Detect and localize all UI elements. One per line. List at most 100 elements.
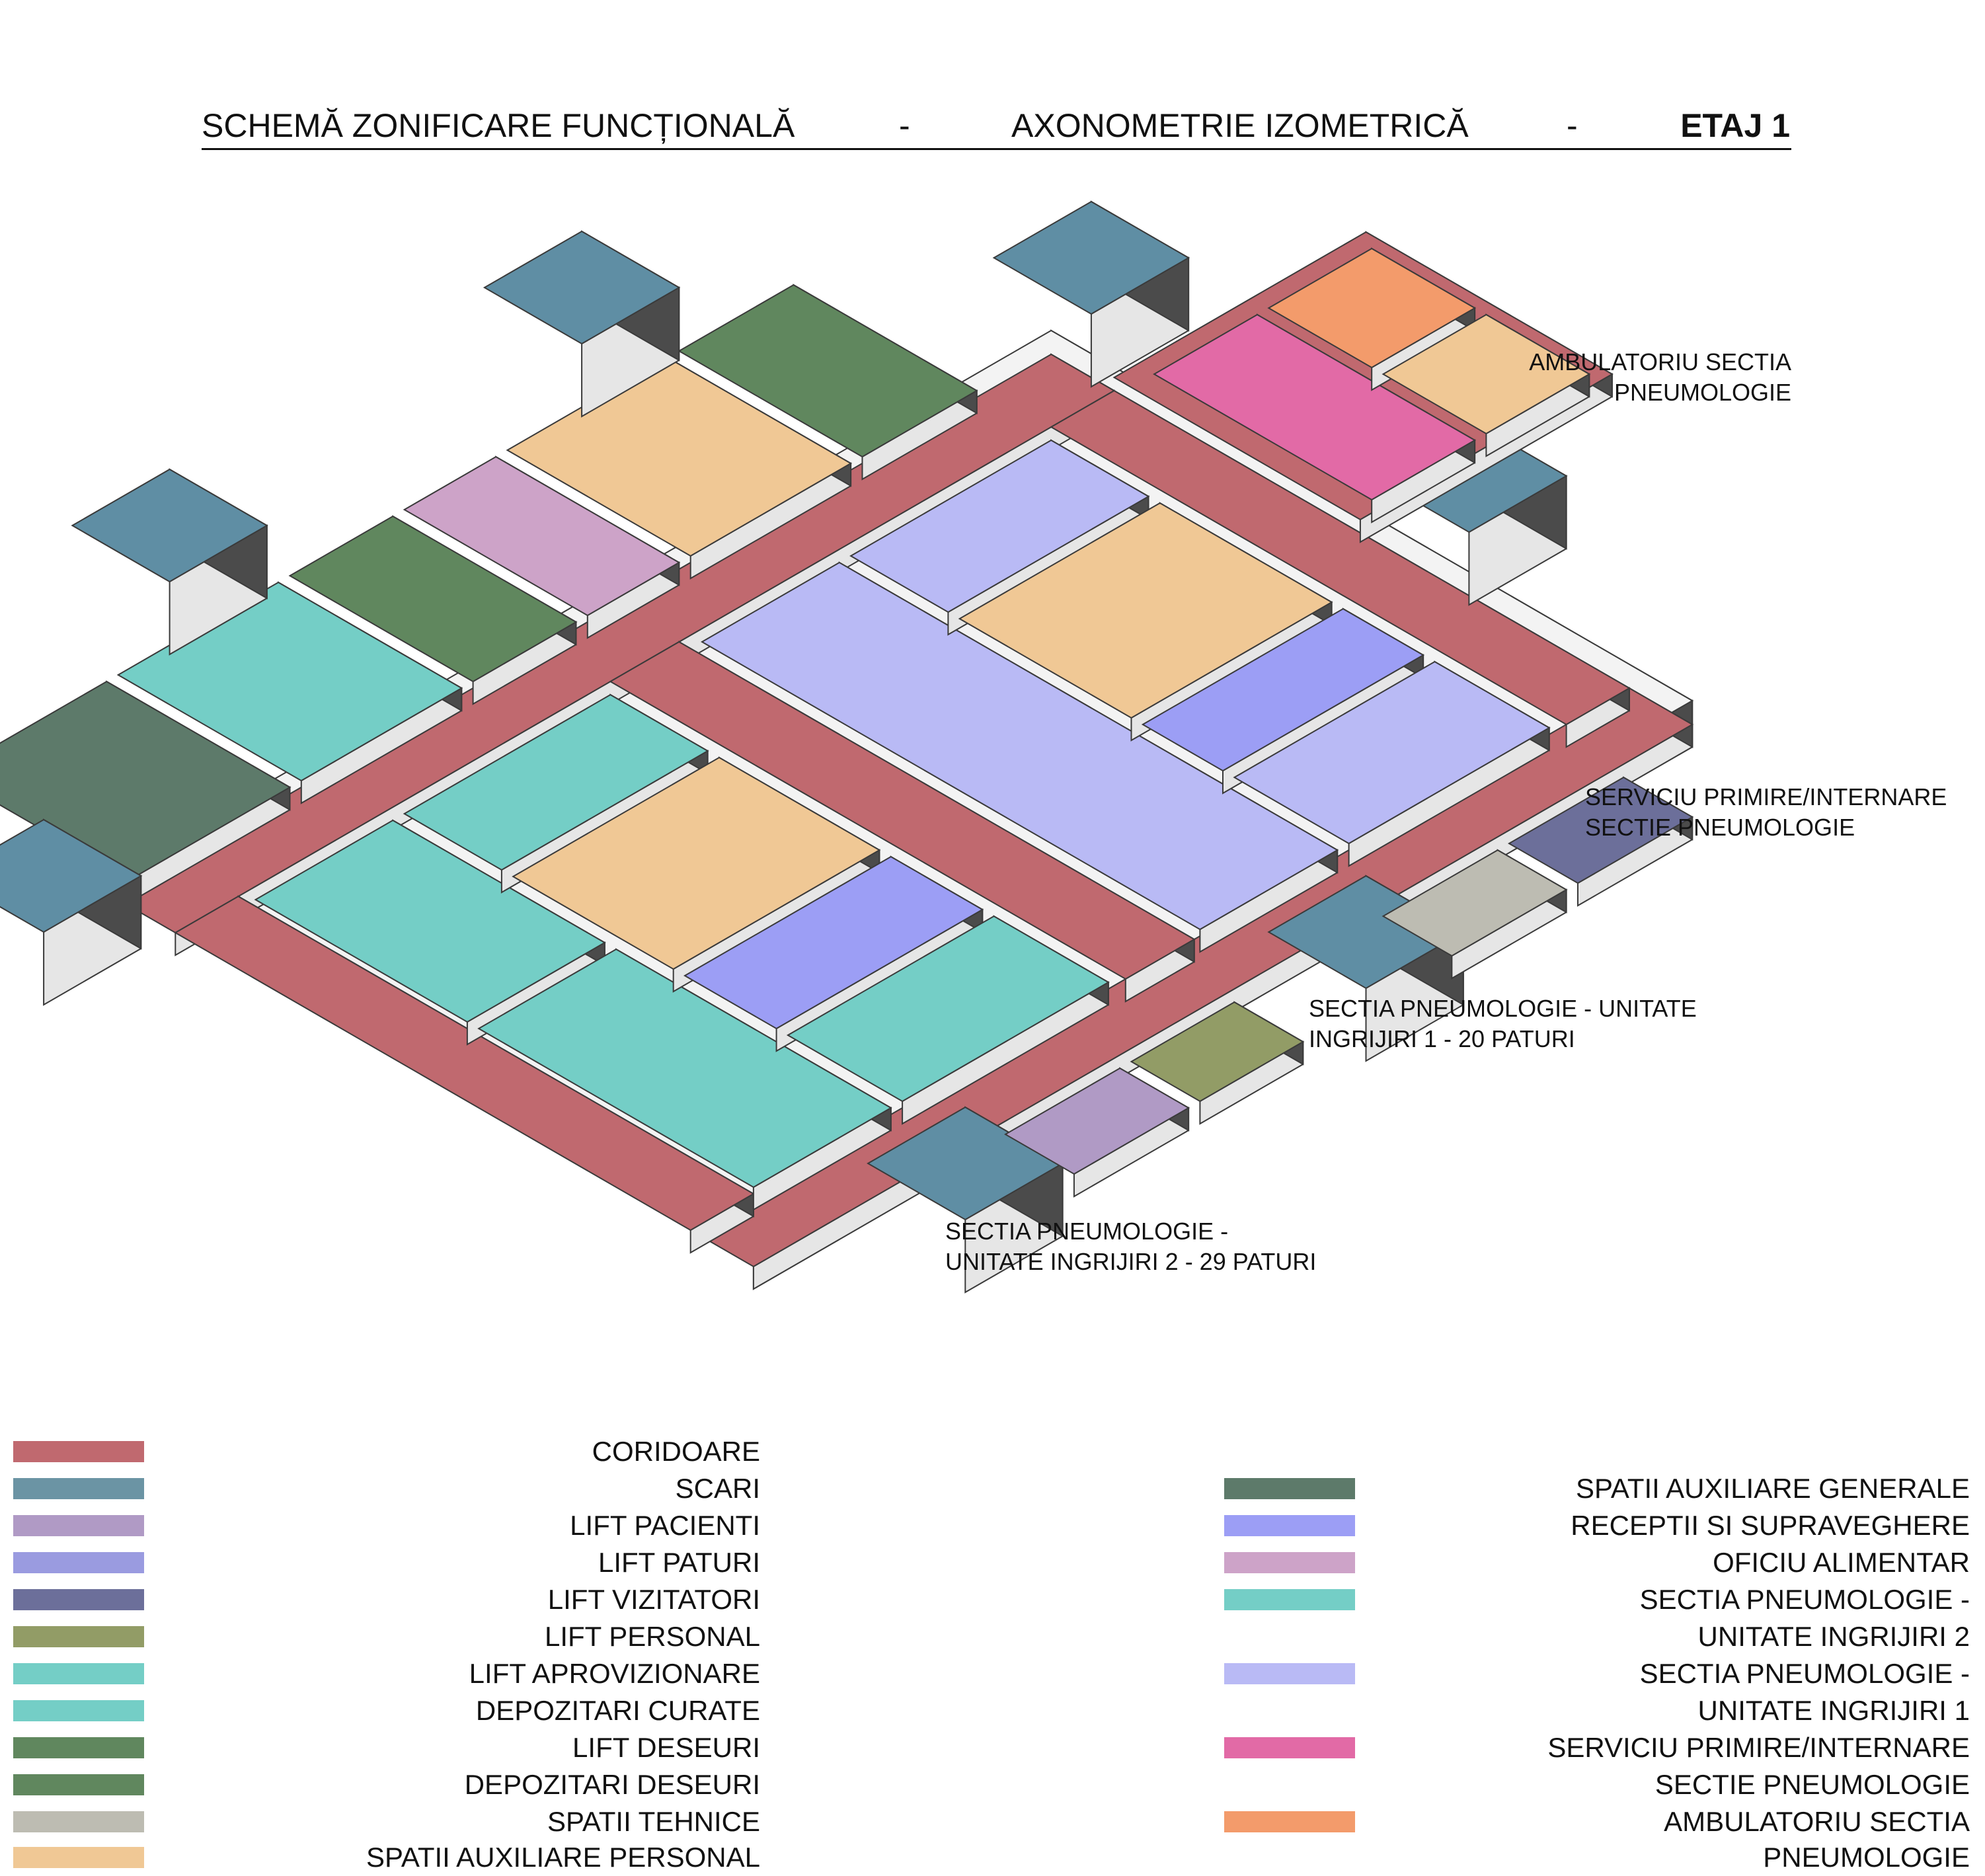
header-floor-label: ETAJ 1 xyxy=(1680,107,1790,144)
legend-item-lift-deseuri: LIFT DESEURI xyxy=(13,1729,760,1766)
legend-label: SPATII TEHNICE xyxy=(547,1806,760,1837)
aux-personal-east xyxy=(958,502,1333,719)
legend-label: SCARI xyxy=(675,1473,760,1504)
header-title-left: SCHEMĂ ZONIFICARE FUNCȚIONALĂ xyxy=(202,107,795,144)
legend-swatch xyxy=(13,1774,144,1795)
legend-item-coridoare: CORIDOARE xyxy=(13,1433,760,1470)
stair-tower-ne xyxy=(992,200,1190,315)
ambulatoriu-1 xyxy=(1267,247,1477,369)
corridor-middle xyxy=(609,641,1196,980)
legend-item-unitate-2: SECTIA PNEUMOLOGIE - UNITATE INGRIJIRI 2 xyxy=(1224,1581,1970,1655)
legend-swatch xyxy=(1224,1515,1355,1536)
legend-item-receptii: RECEPTII SI SUPRAVEGHERE xyxy=(1224,1507,1970,1544)
legend-label: SECTIA PNEUMOLOGIE - xyxy=(1639,1658,1970,1689)
legend-label-sub: PNEUMOLOGIE xyxy=(1763,1842,1970,1873)
legend-label: DEPOZITARI DESEURI xyxy=(464,1769,760,1800)
annotation-line: UNITATE INGRIJIRI 2 - 29 PATURI xyxy=(945,1248,1317,1275)
legend-swatch xyxy=(1224,1737,1355,1758)
depozitari-deseuri-north xyxy=(288,515,578,683)
legend-label: SECTIA PNEUMOLOGIE - xyxy=(1639,1584,1970,1615)
annotation-serviciu: SERVICIU PRIMIRE/INTERNARE SECTIE PNEUMO… xyxy=(1585,782,1947,843)
lift-vizitatori-core xyxy=(1507,776,1694,884)
annotation-line: INGRIJIRI 1 - 20 PATURI xyxy=(1309,1025,1575,1052)
unitate1-rooms-a xyxy=(701,561,1339,931)
legend-item-lift-pacienti: LIFT PACIENTI xyxy=(13,1507,760,1544)
legend-item-spatii-aux-generale: SPATII AUXILIARE GENERALE xyxy=(1224,1470,1970,1507)
legend-swatch xyxy=(13,1700,144,1721)
receptie-east xyxy=(1141,607,1425,772)
header-separator: - xyxy=(899,107,910,144)
receptie-west xyxy=(683,855,984,1030)
legend-label-sub: UNITATE INGRIJIRI 2 xyxy=(1697,1621,1970,1652)
legend-item-unitate-1: SECTIA PNEUMOLOGIE - UNITATE INGRIJIRI 1 xyxy=(1224,1655,1970,1729)
legend-label: LIFT PACIENTI xyxy=(570,1510,760,1541)
unitate1-rooms-b xyxy=(849,439,1150,613)
legend-swatch xyxy=(13,1478,144,1499)
aux-personal-west xyxy=(512,756,881,970)
spatii-tehnice-core xyxy=(1382,849,1568,957)
legend-swatch xyxy=(13,1626,144,1647)
ambulatoriu-aux xyxy=(1382,313,1591,435)
legend-item-lift-paturi: LIFT PATURI xyxy=(13,1544,760,1581)
annotation-line: SECTIA PNEUMOLOGIE - UNITATE xyxy=(1309,995,1697,1022)
legend-label: AMBULATORIU SECTIA xyxy=(1664,1806,1970,1837)
isometric-floor-plan xyxy=(0,200,1694,1294)
annotation-line: SECTIA PNEUMOLOGIE - xyxy=(945,1218,1229,1245)
legend-label: OFICIU ALIMENTAR xyxy=(1713,1547,1970,1578)
legend-swatch xyxy=(13,1441,144,1462)
annotation-ambulatoriu: AMBULATORIU SECTIA PNEUMOLOGIE xyxy=(1421,347,1791,408)
legend-item-ambulatoriu: AMBULATORIU SECTIA PNEUMOLOGIE xyxy=(1224,1803,1970,1875)
legend-swatch xyxy=(13,1811,144,1832)
stair-tower-north-1 xyxy=(71,468,268,583)
legend-swatch xyxy=(13,1515,144,1536)
legend-label: SPATII AUXILIARE PERSONAL xyxy=(366,1842,760,1873)
legend-label: DEPOZITARI CURATE xyxy=(475,1695,760,1726)
legend-item-depozitari-deseuri: DEPOZITARI DESEURI xyxy=(13,1766,760,1803)
annotation-line: PNEUMOLOGIE xyxy=(1614,379,1791,406)
legend-item-depozitari-curate: DEPOZITARI CURATE xyxy=(13,1692,760,1729)
legend-item-oficiu: OFICIU ALIMENTAR xyxy=(1224,1544,1970,1581)
annotation-line: AMBULATORIU SECTIA xyxy=(1529,348,1791,375)
header-title-middle: AXONOMETRIE IZOMETRICĂ xyxy=(1011,107,1469,144)
legend-item-scari: SCARI xyxy=(13,1470,760,1507)
legend-swatch xyxy=(1224,1478,1355,1499)
diagram-header: SCHEMĂ ZONIFICARE FUNCȚIONALĂ - AXONOMET… xyxy=(202,106,1791,150)
annotation-line: SERVICIU PRIMIRE/INTERNARE xyxy=(1585,783,1947,810)
legend-label: SERVICIU PRIMIRE/INTERNARE xyxy=(1547,1732,1970,1763)
legend-item-spatii-tehnice: SPATII TEHNICE xyxy=(13,1803,760,1840)
annotation-unitate-2: SECTIA PNEUMOLOGIE - UNITATE INGRIJIRI 2… xyxy=(945,1216,1316,1277)
lift-pacienti-core xyxy=(1004,1067,1190,1175)
legend-label: LIFT DESEURI xyxy=(572,1732,760,1763)
legend-label: LIFT PATURI xyxy=(598,1547,760,1578)
legend-swatch xyxy=(13,1589,144,1610)
legend-item-lift-vizitatori: LIFT VIZITATORI xyxy=(13,1581,760,1618)
legend-label: LIFT PERSONAL xyxy=(545,1621,760,1652)
corridor-east xyxy=(1050,389,1631,726)
legend-item-lift-aprovizionare: LIFT APROVIZIONARE xyxy=(13,1655,760,1692)
legend-item-spatii-aux-personal: SPATII AUXILIARE PERSONAL xyxy=(13,1839,760,1876)
legend-label: LIFT APROVIZIONARE xyxy=(469,1658,760,1689)
stair-tower-west xyxy=(0,818,143,933)
header-separator: - xyxy=(1567,107,1578,144)
legend-swatch xyxy=(1224,1811,1355,1832)
stair-tower-north-2 xyxy=(483,230,681,345)
annotation-unitate-1: SECTIA PNEUMOLOGIE - UNITATE INGRIJIRI 1… xyxy=(1309,994,1697,1054)
depozitari-deseuri-north-2 xyxy=(678,284,978,458)
legend-swatch xyxy=(1224,1663,1355,1684)
unitate2-rooms-d xyxy=(786,915,1110,1103)
legend-swatch xyxy=(13,1552,144,1573)
legend-swatch xyxy=(1224,1589,1355,1610)
legend-swatch xyxy=(13,1847,144,1868)
legend-swatch xyxy=(13,1737,144,1758)
legend-item-lift-personal: LIFT PERSONAL xyxy=(13,1618,760,1655)
oficiu-north xyxy=(403,455,681,617)
legend-swatch xyxy=(13,1663,144,1684)
legend-label: SPATII AUXILIARE GENERALE xyxy=(1576,1473,1970,1504)
unitate1-rooms-c xyxy=(1233,660,1551,845)
legend-label: RECEPTII SI SUPRAVEGHERE xyxy=(1571,1510,1970,1541)
legend-item-serviciu: SERVICIU PRIMIRE/INTERNARE SECTIE PNEUMO… xyxy=(1224,1729,1970,1803)
unitate2-rooms-a xyxy=(254,819,606,1023)
annotation-line: SECTIE PNEUMOLOGIE xyxy=(1585,814,1855,841)
legend-swatch xyxy=(1224,1552,1355,1573)
legend-label-sub: SECTIE PNEUMOLOGIE xyxy=(1654,1769,1970,1800)
